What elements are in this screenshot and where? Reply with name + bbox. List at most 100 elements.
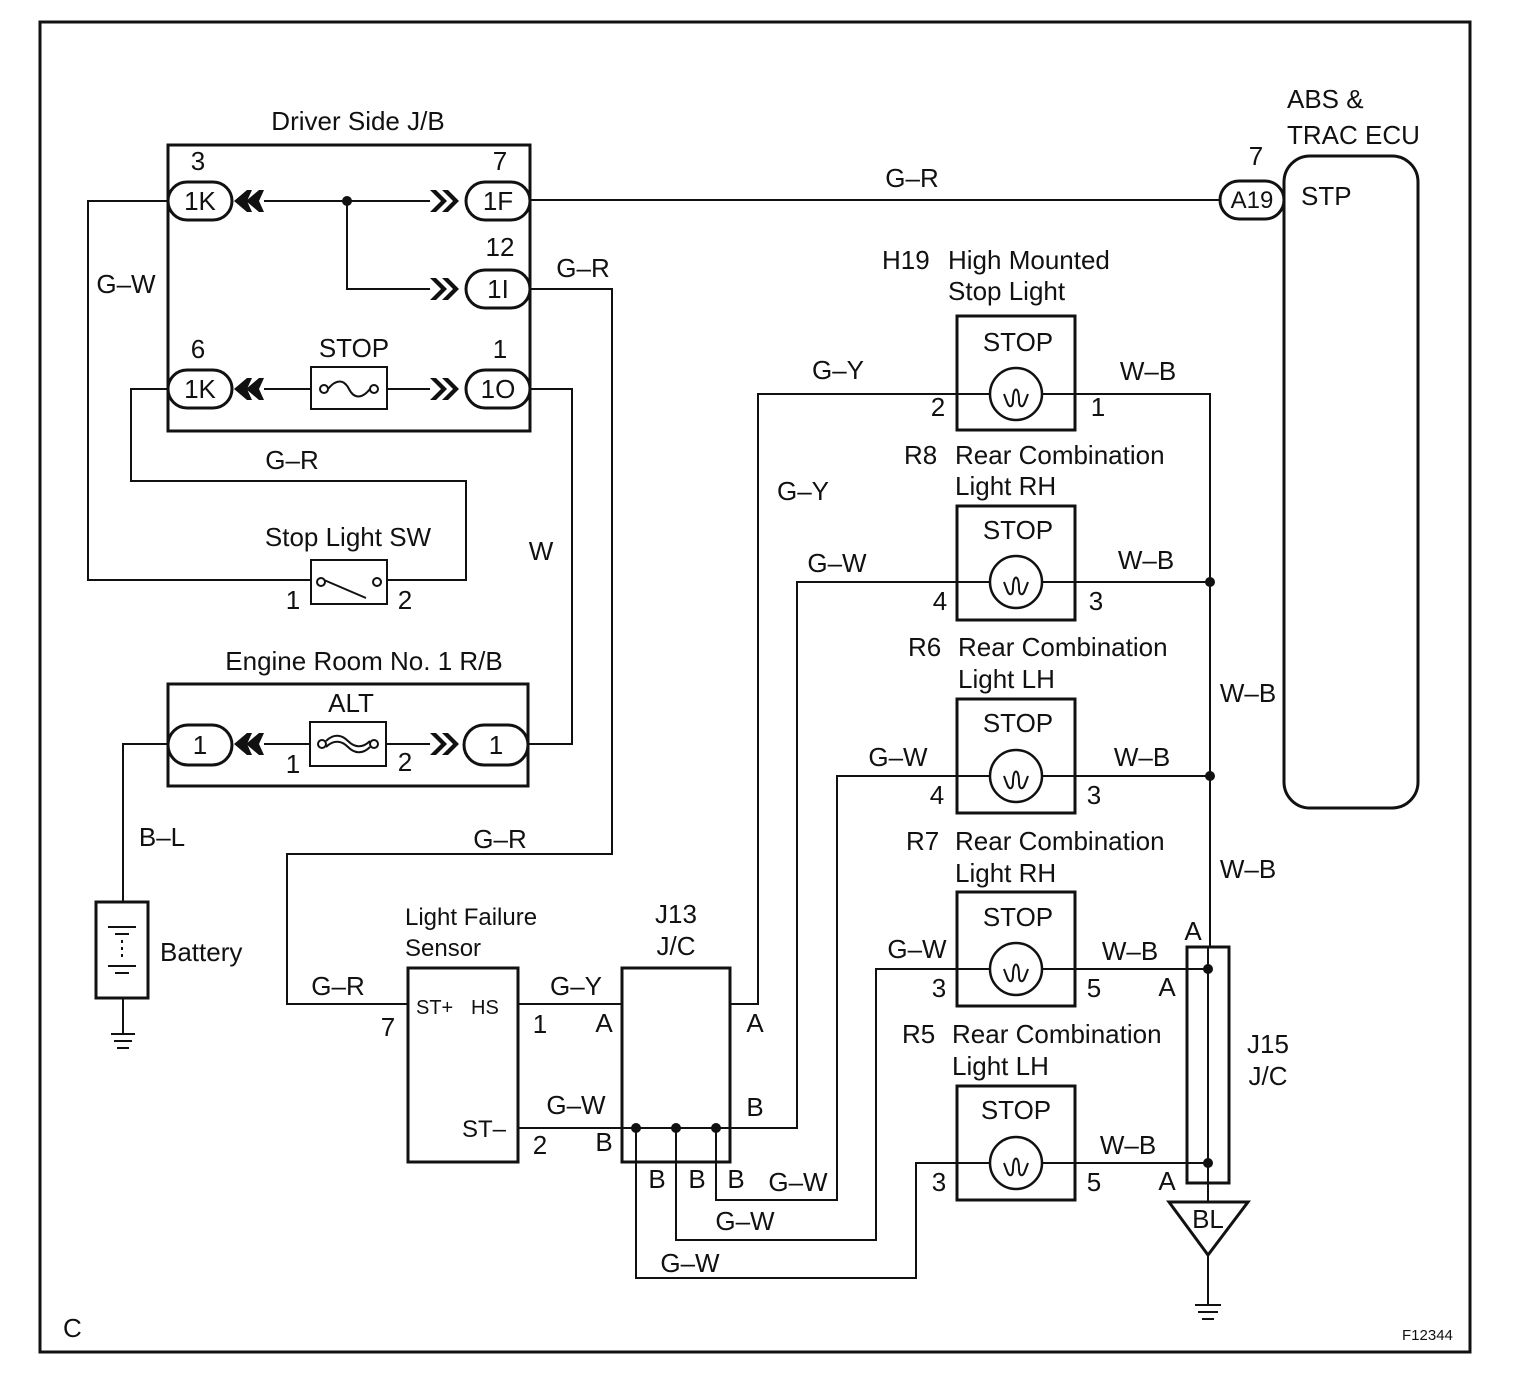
j15-junction-connector: J15 J/C A A A W–B W–B	[1075, 916, 1289, 1202]
j13-pin-b-3: B	[727, 1164, 744, 1194]
wire-label-wb-r5: W–B	[1100, 1130, 1156, 1160]
battery-label: Battery	[160, 937, 242, 967]
wire-label-wb-right2: W–B	[1220, 854, 1276, 884]
rb-left-terminal-label: 1	[193, 730, 207, 760]
light-failure-sensor: Light Failure Sensor ST+ HS ST– 7 1 2	[381, 904, 547, 1164]
lamp-r7-rear-combination-light-rh: R7 Rear Combination Light RH STOP 3 5	[906, 826, 1165, 1008]
driver-side-junction-block: Driver Side J/B 3 1K 7 1F 12 1I 6 1K STO…	[166, 106, 532, 433]
sensor-pin-st-plus: 7	[381, 1012, 395, 1042]
sensor-st-minus: ST–	[462, 1116, 507, 1143]
r8-line2: Light RH	[955, 471, 1056, 501]
sensor-st-plus: ST+	[416, 997, 453, 1019]
wire-gw-r5	[635, 1128, 957, 1279]
switch-pin1: 1	[286, 585, 300, 615]
h19-line2: Stop Light	[948, 276, 1066, 306]
wire-label-gw-left: G–W	[96, 269, 156, 299]
r5-pin-out: 5	[1087, 1167, 1101, 1197]
engine-room-relay-block: Engine Room No. 1 R/B 1 ALT 1 2 1	[166, 646, 530, 788]
wire-label-gy-hs: G–Y	[550, 971, 602, 1001]
switch-label: Stop Light SW	[265, 522, 432, 552]
j13-pin-b-1: B	[648, 1164, 665, 1194]
wire-label-bl: B–L	[139, 822, 185, 852]
wire-label-wb-right1: W–B	[1220, 678, 1276, 708]
jb-1i-label: 1I	[487, 274, 509, 304]
r7-pin-out: 5	[1087, 973, 1101, 1003]
connector-arrow	[430, 278, 459, 300]
r6-code: R6	[908, 632, 941, 662]
lamp-r6-rear-combination-light-lh: R6 Rear Combination Light LH STOP 4 3	[908, 632, 1168, 815]
wire-label-gr-sensor: G–R	[311, 971, 364, 1001]
jb-1k-top-pin: 3	[191, 146, 205, 176]
wire-bl	[122, 743, 168, 902]
frame	[38, 20, 1472, 1354]
connector-arrow	[430, 190, 459, 212]
rb-right-terminal	[462, 723, 530, 767]
wire-wb-h19	[1075, 393, 1211, 947]
wire-label-wb-r7: W–B	[1102, 936, 1158, 966]
wire-label-gw-r7: G–W	[887, 934, 947, 964]
j13-pin-b-right: B	[746, 1092, 763, 1122]
battery: Battery	[94, 900, 242, 1049]
ecu-title-line1: ABS &	[1287, 84, 1364, 114]
wire-label-gr-switch: G–R	[265, 445, 318, 475]
rb-fuse-pin2: 2	[398, 747, 412, 777]
wire-gw-r6	[715, 775, 957, 1201]
lamp-r5-rear-combination-light-lh: R5 Rear Combination Light LH STOP 3 5	[902, 1019, 1162, 1202]
r6-box-label: STOP	[983, 708, 1053, 738]
wire-label-wb-r8: W–B	[1118, 545, 1174, 575]
fuse-element	[327, 380, 371, 398]
h19-pin-out: 1	[1091, 392, 1105, 422]
wire-label-wb-r6: W–B	[1114, 742, 1170, 772]
wire-label-gw-b3: G–W	[768, 1167, 828, 1197]
jb-1f-pin: 7	[493, 146, 507, 176]
h19-box-label: STOP	[983, 327, 1053, 357]
lamp-h19-high-mounted-stop-light: H19 High Mounted Stop Light STOP 2 1	[882, 245, 1110, 432]
wire-gw-r8	[730, 581, 957, 1129]
h19-line1: High Mounted	[948, 245, 1110, 275]
h19-code: H19	[882, 245, 930, 275]
connector-arrow	[234, 190, 264, 212]
r8-pin-out: 3	[1089, 586, 1103, 616]
j15-title-line1: J15	[1247, 1029, 1289, 1059]
wire-label-wb-h19: W–B	[1120, 356, 1176, 386]
r7-line2: Light RH	[955, 858, 1056, 888]
r6-pin-in: 4	[930, 780, 944, 810]
bulb-icon	[988, 941, 1044, 997]
j13-title-line1: J13	[655, 899, 697, 929]
connector-arrow	[430, 378, 459, 400]
ground-point-icon	[1166, 1200, 1252, 1258]
fuse-contact	[369, 384, 379, 394]
wire-gw-r7	[675, 968, 957, 1241]
connector-arrow	[234, 378, 264, 400]
r6-pin-out: 3	[1087, 780, 1101, 810]
r7-line1: Rear Combination	[955, 826, 1165, 856]
wire-label-gw-stminus: G–W	[546, 1090, 606, 1120]
r8-box-label: STOP	[983, 515, 1053, 545]
rb-title: Engine Room No. 1 R/B	[225, 646, 502, 676]
bulb-icon	[988, 554, 1044, 610]
r6-line2: Light LH	[958, 664, 1055, 694]
jb-1i-pin: 12	[486, 232, 515, 262]
wire-label-gr-mid: G–R	[473, 824, 526, 854]
jb-fuse-label: STOP	[319, 333, 389, 363]
jb-1o-pin: 1	[493, 334, 507, 364]
switch-pin2: 2	[398, 585, 412, 615]
wire-label-gw-b1: G–W	[660, 1248, 720, 1278]
r5-pin-in: 3	[932, 1167, 946, 1197]
jb-1k-top-label: 1K	[184, 186, 216, 216]
sensor-title-line2: Sensor	[405, 935, 481, 962]
r8-line1: Rear Combination	[955, 440, 1165, 470]
ground-point-bl: BL	[1166, 1200, 1252, 1320]
r7-pin-in: 3	[932, 973, 946, 1003]
wire-gy-h19	[730, 393, 957, 1005]
r7-box-label: STOP	[983, 902, 1053, 932]
jb-title: Driver Side J/B	[271, 106, 444, 136]
figure-id: F12344	[1402, 1327, 1453, 1344]
jb-1k-bottom-label: 1K	[184, 374, 216, 404]
wire-label-gy-h19: G–Y	[812, 355, 864, 385]
bulb-icon	[988, 1135, 1044, 1191]
sensor-pin-st-minus: 2	[533, 1130, 547, 1160]
jb-1f-label: 1F	[483, 186, 513, 216]
rb-fuse-label: ALT	[328, 688, 374, 718]
